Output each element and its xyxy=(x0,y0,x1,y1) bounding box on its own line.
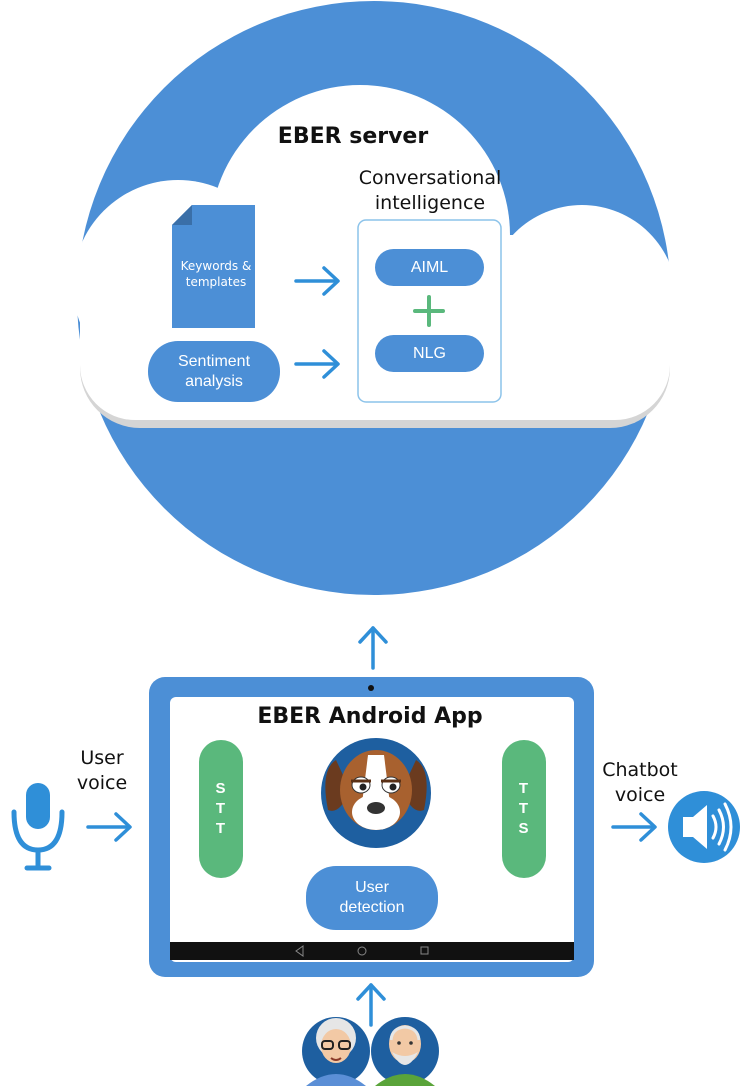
document-icon xyxy=(172,205,255,328)
chatbot-voice-label-line1: Chatbot xyxy=(602,759,678,781)
dog-avatar xyxy=(321,738,431,848)
tts-pill: T T S xyxy=(502,740,546,878)
speaker-icon xyxy=(668,791,740,863)
microphone-icon xyxy=(11,783,65,871)
sentiment-label-line1: Sentiment xyxy=(177,352,251,370)
stt-letter: T xyxy=(215,800,227,817)
stt-letter: S xyxy=(215,780,227,797)
nav-home-icon[interactable] xyxy=(357,946,367,956)
server-title: EBER server xyxy=(277,124,429,149)
document-label-line2: templates xyxy=(185,275,247,289)
tablet-camera xyxy=(368,685,374,691)
arrow-right-icon xyxy=(294,349,340,379)
nav-recents-icon[interactable] xyxy=(420,946,429,955)
user-detection-line1: User xyxy=(355,879,389,896)
lower-diagram xyxy=(11,626,740,1086)
nlg-pill: NLG xyxy=(375,335,484,372)
sentiment-analysis-pill: Sentiment analysis xyxy=(148,341,280,402)
user-detection-line2: detection xyxy=(339,899,405,916)
nav-back-icon[interactable] xyxy=(295,945,304,957)
app-title: EBER Android App xyxy=(257,704,483,729)
user-voice-label-line2: voice xyxy=(76,772,128,794)
aiml-pill: AIML xyxy=(375,249,484,286)
chatbot-voice-label-line2: voice xyxy=(614,784,666,806)
sentiment-label-line2: analysis xyxy=(185,372,243,390)
tts-letter: T xyxy=(518,800,530,817)
user-detection-pill: User detection xyxy=(306,866,438,930)
elderly-man-avatar xyxy=(371,1017,439,1086)
android-nav-bar xyxy=(170,942,574,960)
arrow-right-icon xyxy=(611,812,657,842)
conversational-title-line1: Conversational xyxy=(358,167,502,189)
arrow-up-icon xyxy=(356,983,386,1027)
arrow-up-icon xyxy=(358,626,388,670)
tts-letter: S xyxy=(518,820,530,837)
arrow-right-icon xyxy=(294,266,340,296)
stt-letter: T xyxy=(215,820,227,837)
plus-icon xyxy=(413,295,445,327)
arrow-right-icon xyxy=(86,812,132,842)
document-label-line1: Keywords & xyxy=(180,259,252,273)
tts-letter: T xyxy=(518,780,530,797)
stt-pill: S T T xyxy=(199,740,243,878)
server-diagram xyxy=(77,1,671,595)
elderly-woman-avatar xyxy=(302,1017,370,1086)
user-voice-label-line1: User xyxy=(80,747,124,769)
conversational-title-line2: intelligence xyxy=(374,192,486,214)
